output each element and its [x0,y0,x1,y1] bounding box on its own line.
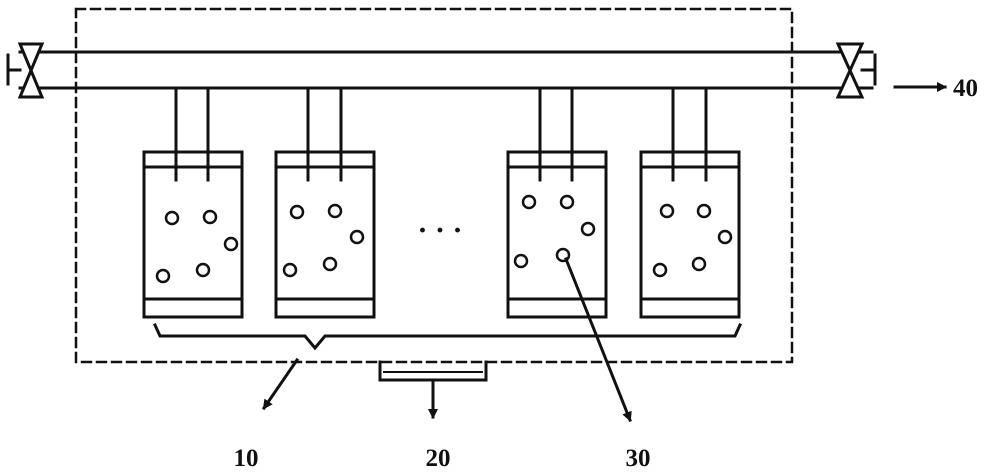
right-valve-icon[interactable] [835,42,877,99]
particle [717,229,733,245]
particle [559,194,575,210]
particle [289,204,305,220]
particle [223,236,239,252]
label-20: 20 [426,445,451,472]
particle [155,268,171,284]
particle [696,203,712,219]
particle [202,209,218,225]
particle [580,221,596,237]
particle [691,256,707,272]
container-brace [153,323,742,351]
particle [282,262,298,278]
container-1 [142,86,244,319]
label-10: 10 [234,445,259,472]
particle [322,256,338,272]
particle [521,194,537,210]
ellipsis: · · · [417,214,462,247]
particle [513,253,529,269]
particle-30 [555,247,571,263]
particle [652,262,668,278]
particle [349,229,365,245]
left-valve-icon[interactable] [6,42,45,99]
leader-10 [261,357,300,411]
container-4 [639,86,741,319]
container-2 [274,86,376,319]
particle [659,203,675,219]
particle [327,203,343,219]
label-40: 40 [953,75,978,102]
particle [164,210,180,226]
label-30: 30 [626,445,651,472]
bottom-unit [378,360,488,382]
container-3 [506,86,608,319]
dashed-enclosure [74,7,794,364]
particle [195,262,211,278]
leader-30 [564,257,632,422]
